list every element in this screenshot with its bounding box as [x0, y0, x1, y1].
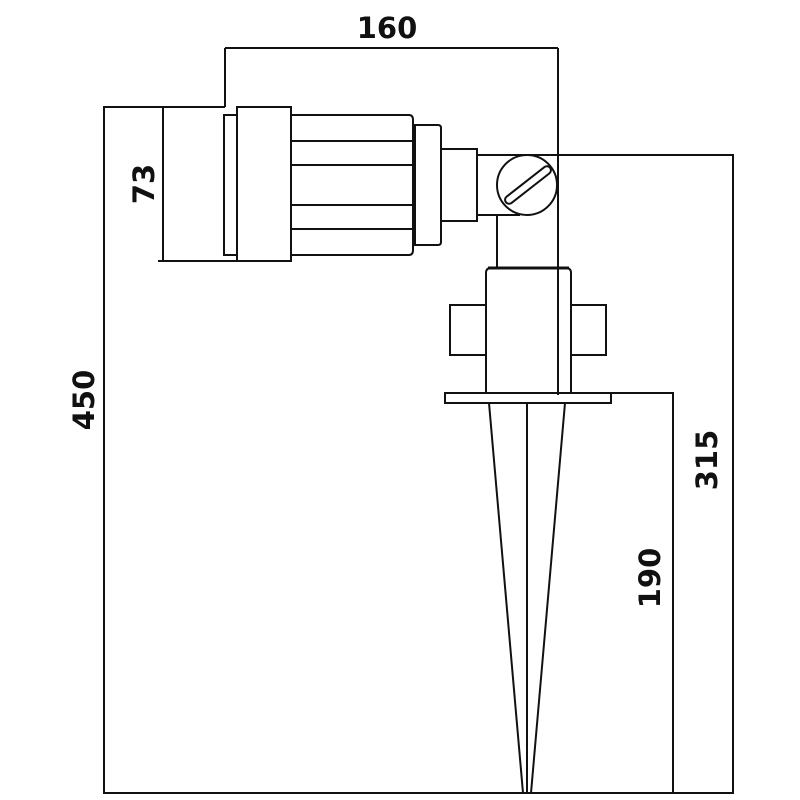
- collar: [414, 124, 442, 246]
- dim-label-315: 315: [690, 430, 724, 491]
- dimension-lines: [103, 47, 734, 794]
- front-cap: [236, 106, 292, 262]
- screw-slot: [504, 165, 552, 205]
- dim-line-450-315: [103, 106, 734, 794]
- side-tab-right: [570, 304, 607, 356]
- flange: [444, 392, 612, 404]
- adjustment-screw-icon: [496, 154, 558, 216]
- dim-label-160: 160: [357, 11, 418, 45]
- lamp-head: [223, 106, 558, 262]
- body: [290, 114, 414, 256]
- lens-ring: [223, 114, 238, 256]
- side-tab-left: [449, 304, 487, 356]
- spike-assembly: [444, 215, 612, 794]
- dim-line-190: [611, 392, 674, 793]
- dim-label-450: 450: [67, 370, 101, 431]
- neck: [440, 148, 478, 222]
- dim-label-190: 190: [633, 548, 667, 609]
- dim-label-73: 73: [127, 164, 161, 204]
